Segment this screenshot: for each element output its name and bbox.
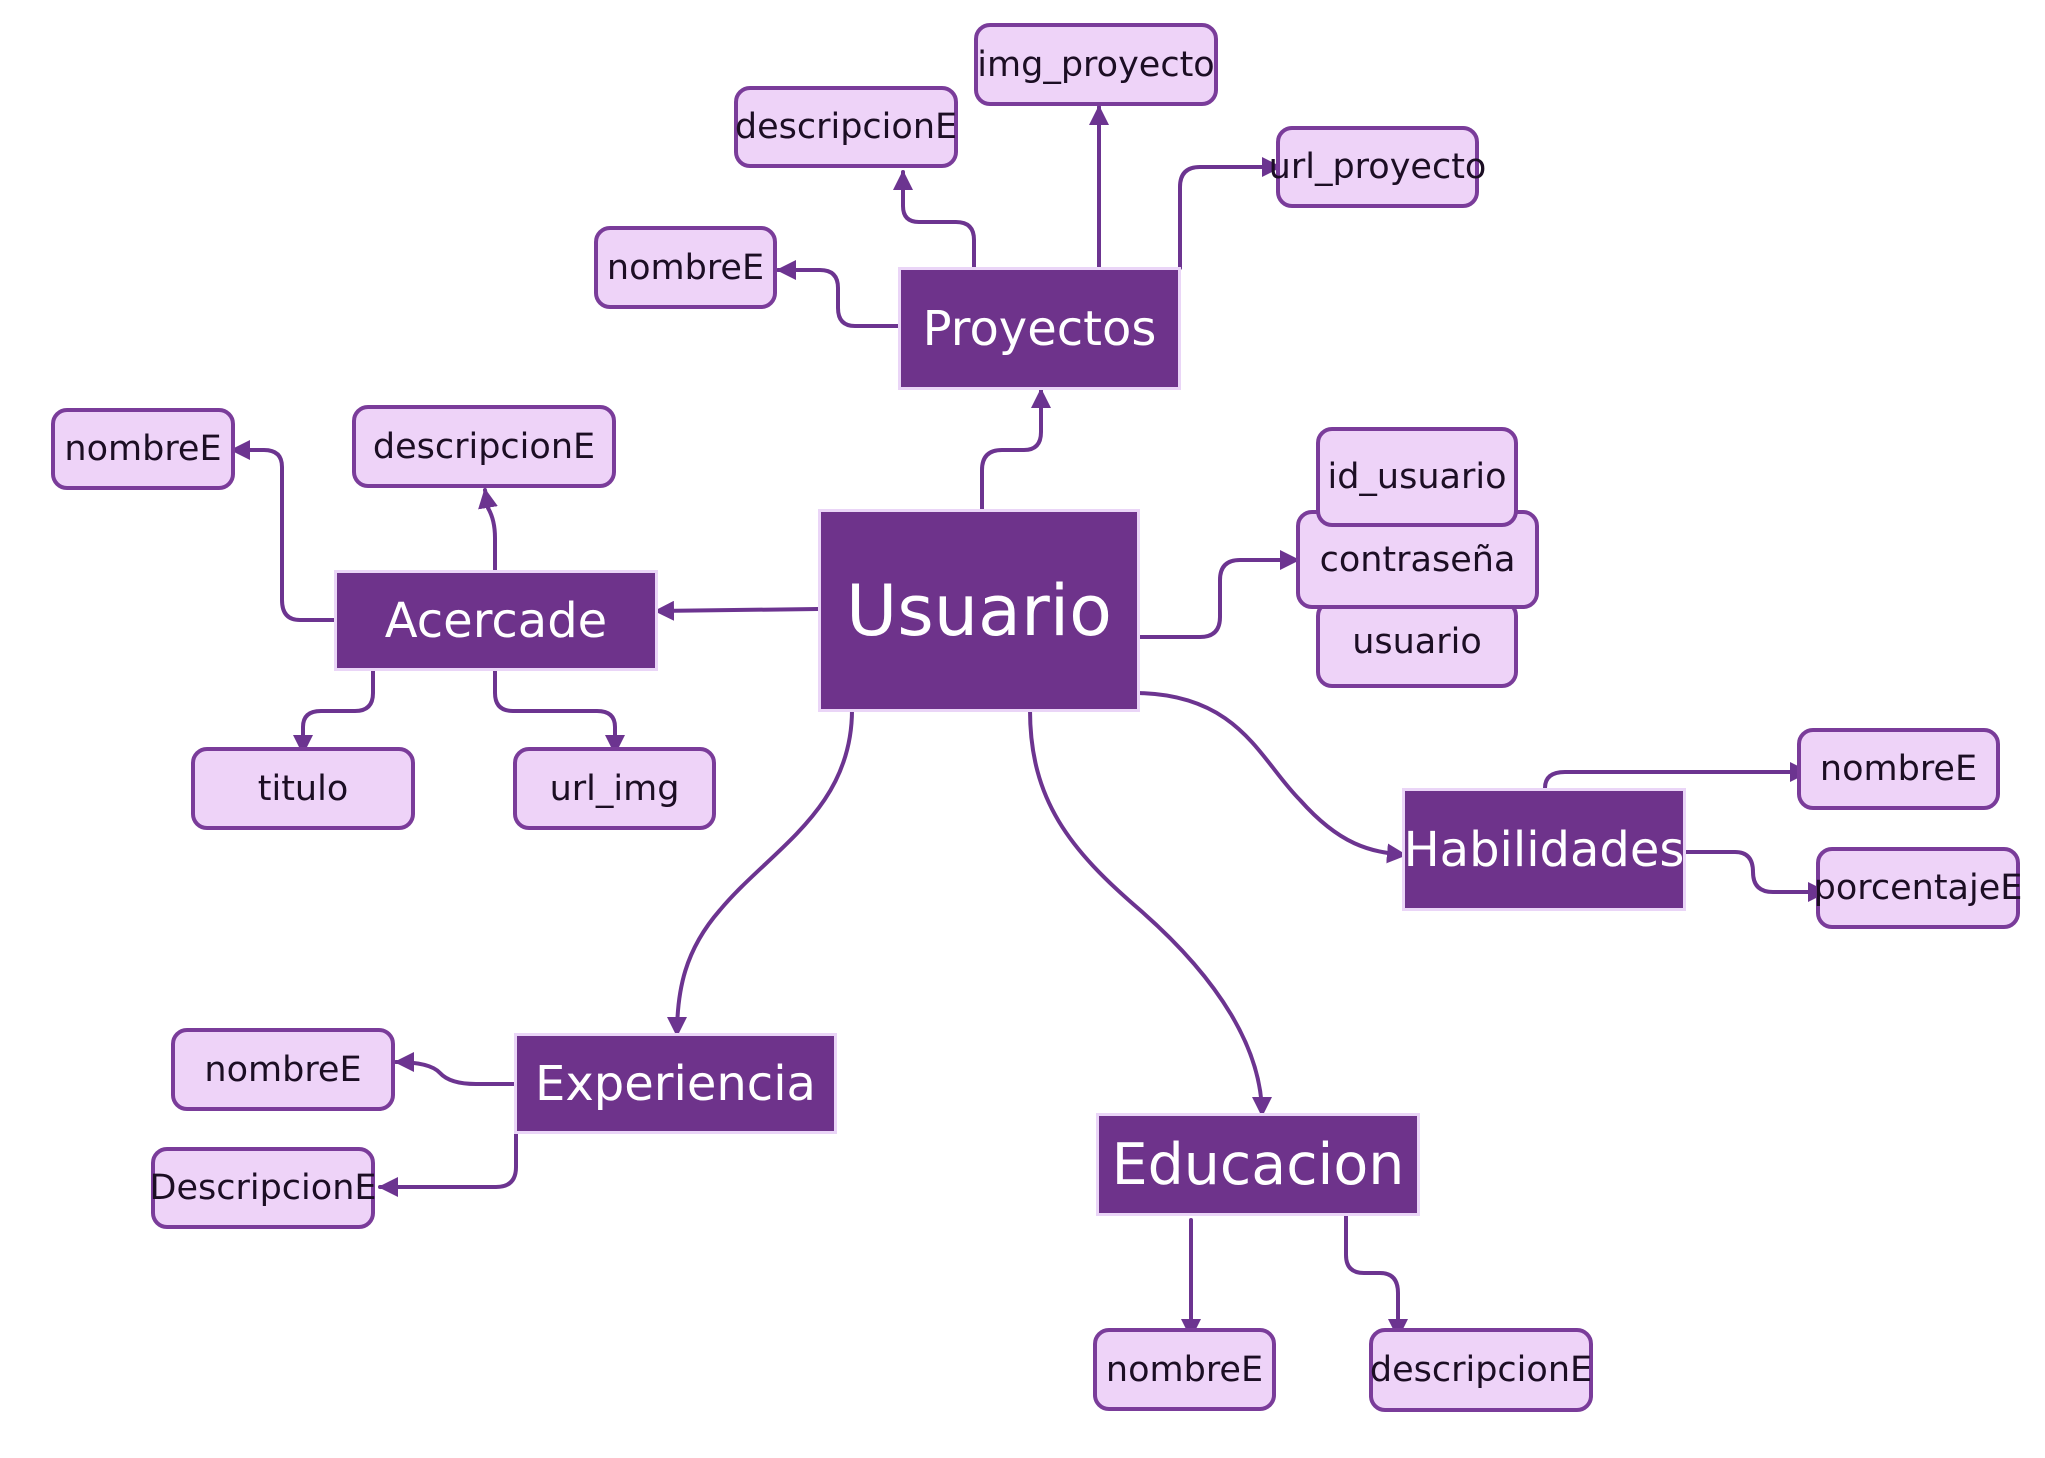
edge-usuario-proyectos [980, 388, 1051, 512]
entity-educacion[interactable]: Educacion [1096, 1113, 1420, 1216]
attr-acercade-descripcion[interactable]: descripcionE [352, 405, 616, 488]
entity-experiencia[interactable]: Experiencia [514, 1033, 837, 1134]
attr-habilidades-porcentaje[interactable]: porcentajeE [1814, 847, 2022, 929]
attr-proyectos-img[interactable]: img_proyecto [974, 23, 1218, 106]
attr-educacion-nombre[interactable]: nombreE [1093, 1328, 1276, 1411]
edge-usuario-habilidades [1136, 691, 1407, 864]
edge-proyectos-descripcion [893, 170, 976, 270]
edge-experiencia-nombre [394, 1052, 518, 1086]
attr-usuario-id[interactable]: id_usuario [1316, 427, 1518, 527]
attr-acercade-titulo[interactable]: titulo [191, 747, 415, 830]
edge-proyectos-url [1178, 157, 1282, 270]
edge-habilidades-nombre [1543, 762, 1810, 790]
edge-acercade-descripcion [478, 488, 498, 574]
attr-educacion-descripcion[interactable]: descripcionE [1369, 1328, 1593, 1412]
edge-usuario-educacion [1028, 708, 1272, 1117]
edge-experiencia-descripcion [378, 1129, 518, 1197]
attr-acercade-nombre[interactable]: nombreE [51, 408, 235, 490]
entity-acercade[interactable]: Acercade [334, 570, 658, 671]
edge-usuario-acercade [654, 600, 820, 621]
attr-experiencia-nombre[interactable]: nombreE [171, 1028, 395, 1111]
entity-habilidades[interactable]: Habilidades [1402, 788, 1686, 911]
edge-habilidades-porcentaje [1683, 850, 1828, 902]
edge-acercade-nombre [230, 440, 339, 622]
attr-acercade-urlimg[interactable]: url_img [513, 747, 716, 830]
attr-habilidades-nombre[interactable]: nombreE [1797, 728, 2000, 810]
attr-proyectos-url[interactable]: url_proyecto [1269, 126, 1486, 208]
edge-proyectos-nombre [776, 260, 902, 328]
edge-acercade-titulo [293, 666, 375, 755]
edge-educacion-descripcion [1344, 1212, 1408, 1339]
entity-usuario[interactable]: Usuario [818, 509, 1140, 712]
edge-usuario-experiencia [667, 708, 854, 1037]
attr-usuario-user[interactable]: usuario [1316, 600, 1518, 688]
attr-proyectos-descripcion[interactable]: descripcionE [734, 86, 958, 168]
entity-proyectos[interactable]: Proyectos [898, 267, 1181, 390]
attr-experiencia-descripcion[interactable]: DescripcionE [150, 1147, 377, 1229]
edge-acercade-urlimg [493, 666, 625, 755]
edge-usuario-attributes [1136, 550, 1300, 639]
attr-proyectos-nombre[interactable]: nombreE [594, 226, 777, 309]
